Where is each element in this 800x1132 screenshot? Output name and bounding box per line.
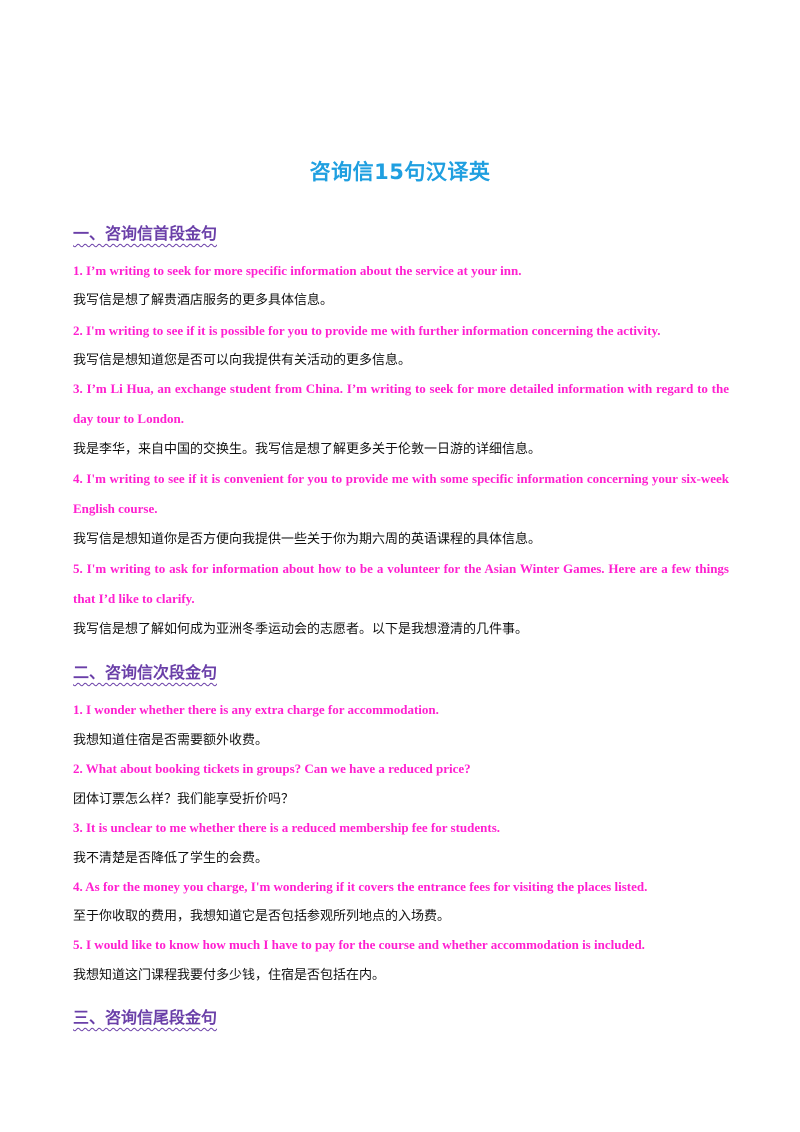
sentence-en: 5. I would like to know how much I have … [73, 937, 645, 952]
section-heading-3: 三、咨询信尾段金句 [73, 1008, 218, 1027]
section-heading-2: 二、咨询信次段金句 [73, 663, 218, 682]
sentence-zh: 我写信是想了解如何成为亚洲冬季运动会的志愿者。以下是我想澄清的几件事。 [73, 622, 529, 637]
sentence-en: 4. As for the money you charge, I'm wond… [73, 879, 648, 894]
sentence-zh: 我不清楚是否降低了学生的会费。 [73, 851, 269, 866]
sentence-zh: 至于你收取的费用，我想知道它是否包括参观所列地点的入场费。 [73, 909, 451, 924]
sentence-zh: 我想知道住宿是否需要额外收费。 [73, 733, 269, 748]
sentence-en: 2. I'm writing to see if it is possible … [73, 323, 661, 338]
sentence-zh: 我想知道这门课程我要付多少钱，住宿是否包括在内。 [73, 968, 386, 983]
sentence-en: 2. What about booking tickets in groups?… [73, 761, 471, 776]
sentence-zh: 我写信是想知道您是否可以向我提供有关活动的更多信息。 [73, 353, 412, 368]
sentence-zh: 我是李华，来自中国的交换生。我写信是想了解更多关于伦敦一日游的详细信息。 [73, 442, 542, 457]
sentence-en: 3. I’m Li Hua, an exchange student from … [73, 381, 729, 426]
section-heading-1: 一、咨询信首段金句 [73, 224, 218, 243]
sentence-zh: 我写信是想了解贵酒店服务的更多具体信息。 [73, 293, 334, 308]
sentence-en: 3. It is unclear to me whether there is … [73, 820, 501, 835]
page-title: 咨询信15句汉译英 [309, 160, 491, 184]
sentence-en: 1. I’m writing to seek for more specific… [73, 263, 522, 278]
sentence-en: 1. I wonder whether there is any extra c… [73, 702, 439, 717]
sentence-zh: 我写信是想知道你是否方便向我提供一些关于你为期六周的英语课程的具体信息。 [73, 532, 542, 547]
sentence-zh: 团体订票怎么样？我们能享受折价吗？ [73, 792, 295, 807]
sentence-en: 5. I'm writing to ask for information ab… [73, 561, 729, 606]
sentence-en: 4. I'm writing to see if it is convenien… [73, 471, 729, 516]
